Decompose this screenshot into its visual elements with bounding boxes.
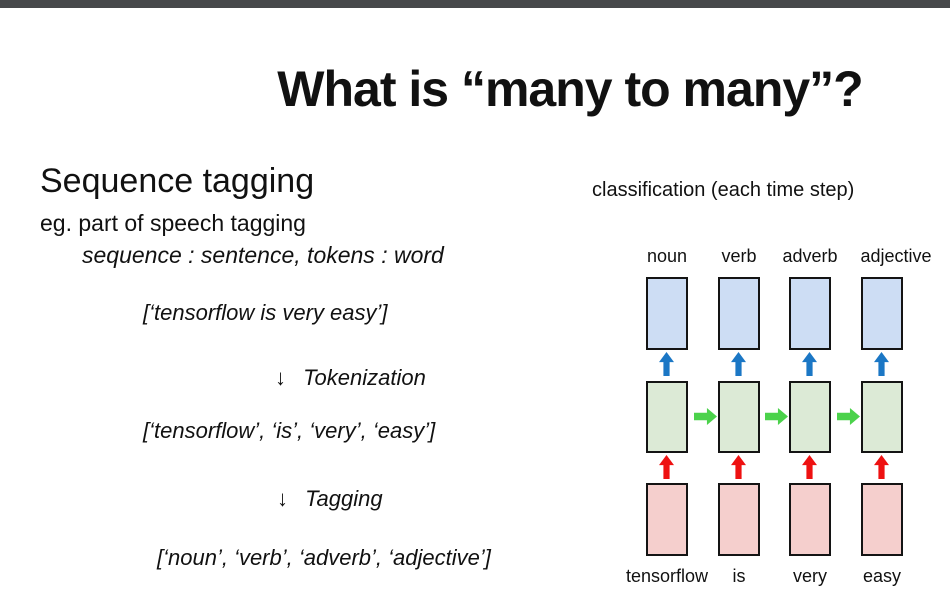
hidden-box	[718, 381, 760, 453]
diagram-column: noun tensorflow	[626, 246, 708, 590]
section-subheading: eg. part of speech tagging	[40, 210, 306, 236]
step-label: Tokenization	[303, 365, 426, 390]
section-heading: Sequence tagging	[40, 162, 315, 200]
up-arrow-blue-icon	[802, 352, 817, 376]
token-label: very	[792, 566, 827, 586]
window-top-bar	[0, 0, 950, 8]
output-box	[718, 277, 760, 350]
up-arrow-blue-icon	[874, 352, 889, 376]
input-box	[646, 483, 688, 556]
diagram-column: adverb very	[782, 246, 837, 590]
input-box	[861, 483, 903, 556]
diagram-column: verb is	[718, 246, 760, 590]
tags-list-line: [‘noun’, ‘verb’, ‘adverb’, ‘adjective’]	[157, 545, 491, 570]
token-label: easy	[862, 566, 902, 586]
down-arrow-icon: ↓	[277, 486, 288, 511]
output-box	[646, 277, 688, 350]
slide-title: What is “many to many”?	[277, 61, 863, 117]
class-label: adjective	[860, 246, 932, 266]
diagram-caption: classification (each time step)	[592, 179, 855, 201]
class-label: adverb	[782, 246, 838, 266]
output-box	[789, 277, 831, 350]
tokens-list-line: [‘tensorflow’, ‘is’, ‘very’, ‘easy’]	[143, 418, 436, 443]
up-arrow-red-icon	[874, 455, 889, 479]
right-arrow-green-icon	[837, 408, 860, 425]
input-box	[789, 483, 831, 556]
tagging-step-line: ↓ Tagging	[277, 486, 383, 512]
tokenization-step-line: ↓ Tokenization	[275, 365, 426, 391]
up-arrow-red-icon	[659, 455, 674, 479]
up-arrow-blue-icon	[659, 352, 674, 376]
sentence-list-line: [‘tensorflow is very easy’]	[143, 300, 388, 325]
up-arrow-blue-icon	[731, 352, 746, 376]
right-arrow-green-icon	[765, 408, 788, 425]
up-arrow-red-icon	[731, 455, 746, 479]
right-arrow-green-icon	[694, 408, 717, 425]
diagram-column: adjective easy	[860, 246, 931, 590]
output-box	[861, 277, 903, 350]
class-label: verb	[721, 246, 757, 266]
definition-line: sequence : sentence, tokens : word	[82, 242, 444, 268]
input-box	[718, 483, 760, 556]
step-label: Tagging	[305, 486, 383, 511]
token-label: tensorflow	[625, 566, 709, 586]
up-arrow-red-icon	[802, 455, 817, 479]
hidden-box	[861, 381, 903, 453]
hidden-box	[789, 381, 831, 453]
down-arrow-icon: ↓	[275, 365, 286, 390]
token-label: is	[732, 566, 746, 586]
class-label: noun	[646, 246, 688, 266]
hidden-box	[646, 381, 688, 453]
